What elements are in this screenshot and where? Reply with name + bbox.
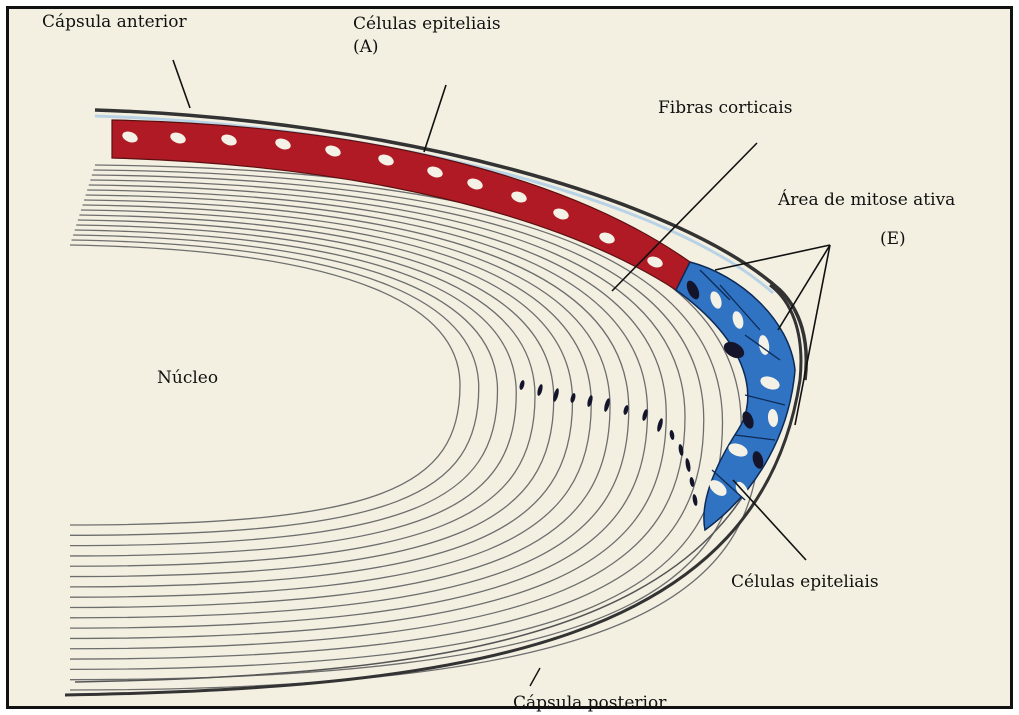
label-active-mitosis-letter: (E) [880,229,906,249]
nuclear-bow-dash [692,494,698,507]
nuclear-bow-dash [536,384,543,397]
lens-fiber [70,240,479,535]
label-posterior-capsule: Cápsula posterior [513,693,666,713]
lens-fiber [70,245,460,525]
leader-line [530,668,540,686]
lens-fiber [70,210,591,597]
label-cortical-fibers: Fibras corticais [658,98,792,118]
leader-line [173,60,190,108]
nuclear-bow-dashes [519,380,699,507]
label-anterior-capsule: Cápsula anterior [42,12,187,32]
leader-line [733,480,806,560]
nuclear-bow-dash [519,380,526,391]
posterior-capsule-inner [75,390,785,682]
label-epithelial-cells-a-letter: (A) [353,37,379,57]
label-nucleus: Núcleo [157,368,218,388]
lens-fiber [70,230,516,556]
leader-line [424,85,446,152]
nuclear-bow-dash [570,393,577,404]
nuclear-bow-dash [685,458,692,473]
label-epithelial-cells-a: Células epiteliais [353,14,501,34]
nuclear-bow-dash [656,418,664,433]
label-epithelial-cells-equator: Células epiteliais [731,572,879,592]
lens-fiber [70,220,554,577]
lens-fiber [70,190,666,638]
label-active-mitosis: Área de mitose ativa [778,190,955,210]
lens-fiber [70,235,498,546]
posterior-capsule [65,285,801,695]
lens-fiber [70,205,610,608]
nuclear-bow-dash [669,430,675,441]
lens-fiber [70,225,535,566]
nuclear-bow-dash [586,395,593,408]
leader-line [795,245,830,425]
